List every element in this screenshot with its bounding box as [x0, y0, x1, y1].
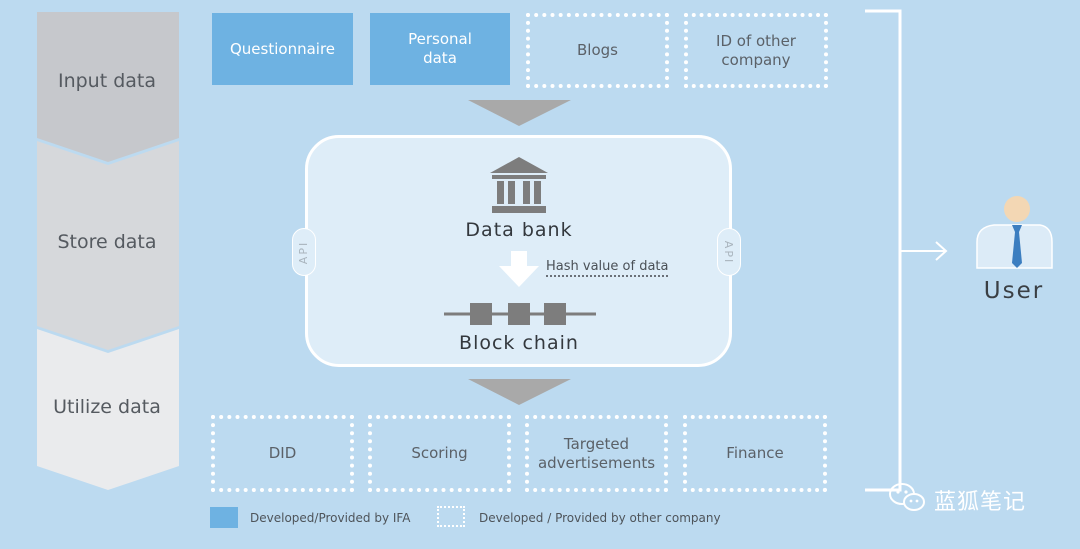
user-label: User	[983, 278, 1045, 304]
output-scoring: Scoring	[368, 415, 511, 492]
stage-chevrons	[37, 12, 179, 490]
stage-store-chevron	[37, 141, 179, 350]
input-blogs: Blogs	[526, 13, 669, 88]
input-personal-data: Personal data	[370, 13, 510, 85]
output-finance: Finance	[683, 415, 827, 492]
api-left-tab: API	[292, 228, 316, 276]
input-questionnaire: Questionnaire	[212, 13, 353, 85]
input-id-other-company: ID of other company	[684, 13, 828, 88]
legend-ifa-swatch	[210, 507, 238, 528]
wechat-icon	[889, 483, 925, 511]
api-right-label: API	[722, 240, 736, 264]
block-chain-icon	[444, 303, 596, 325]
user-icon	[976, 196, 1053, 269]
stage-input-label: Input data	[57, 70, 157, 92]
legend-other-swatch	[437, 506, 465, 527]
output-did: DID	[211, 415, 354, 492]
stage-utilize-label: Utilize data	[53, 396, 161, 418]
api-left-label: API	[297, 240, 311, 264]
white-down-arrow-icon	[499, 251, 539, 287]
data-bank-label: Data bank	[465, 219, 573, 241]
arrow-down-bottom	[468, 379, 571, 405]
bracket-connector	[865, 9, 948, 492]
legend-other-label: Developed / Provided by other company	[479, 511, 721, 525]
bank-icon	[490, 157, 548, 213]
watermark-text: 蓝狐笔记	[934, 490, 1027, 515]
block-chain-label: Block chain	[459, 332, 579, 354]
stage-store-label: Store data	[57, 231, 157, 253]
api-right-tab: API	[717, 228, 741, 276]
arrow-down-top	[468, 100, 571, 126]
legend-ifa-label: Developed/Provided by IFA	[250, 511, 411, 525]
output-targeted-advertisements: Targeted advertisements	[525, 415, 668, 492]
stage-utilize-chevron	[37, 329, 179, 490]
hash-value-label: Hash value of data	[546, 259, 669, 277]
stage-input-chevron	[37, 12, 179, 162]
